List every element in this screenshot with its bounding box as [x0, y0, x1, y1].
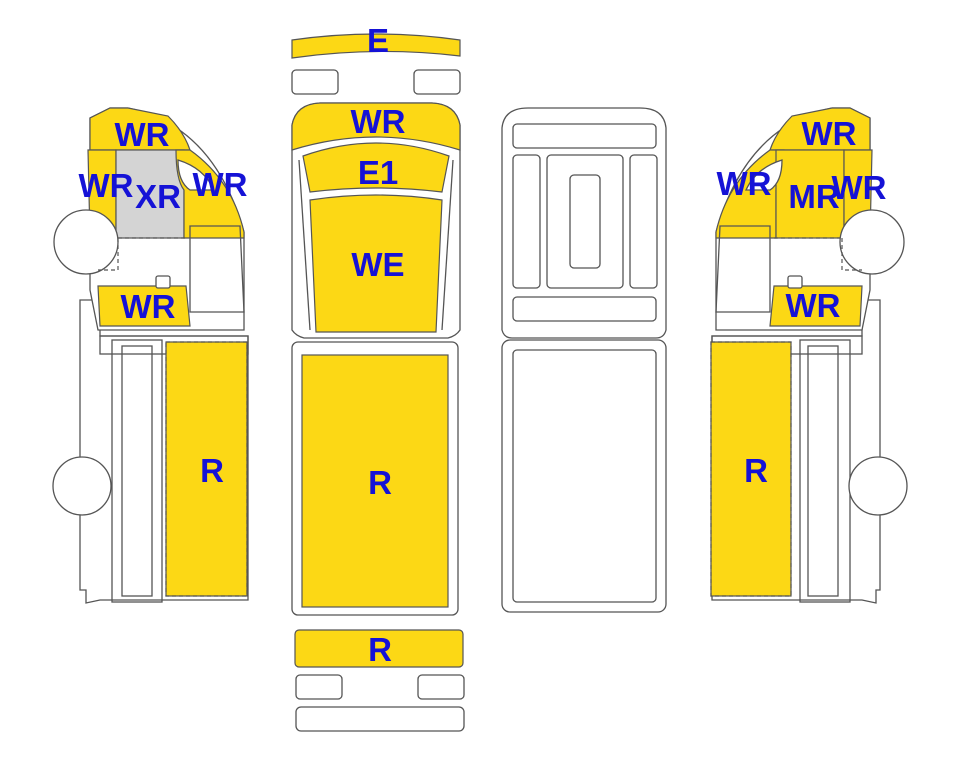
left-side-panel-zone [165, 341, 248, 597]
label-front-bumper: E [367, 22, 389, 59]
label-right-mid: MR [788, 178, 839, 215]
right-bottom-zone [769, 285, 863, 327]
label-left-side-a: WR [79, 167, 134, 204]
label-left-bottom: WR [121, 288, 176, 325]
top-view [291, 33, 465, 732]
label-left-side-panel: R [200, 452, 224, 489]
right-side-panel-zone [710, 341, 792, 597]
label-right-side-b: WR [832, 169, 887, 206]
label-rear-bumper: R [368, 631, 392, 668]
roof-main-zone [301, 354, 449, 608]
rear-bumper-zone [294, 629, 464, 668]
left-grey-zone [115, 149, 185, 239]
zone-labels: E WR E1 WE R R WR WR XR WR WR R WR WR MR… [79, 22, 887, 668]
plain-view [501, 107, 667, 613]
hood-zone [309, 194, 443, 333]
label-left-top: WR [115, 116, 170, 153]
headlight-left [291, 69, 339, 95]
headlight-right [413, 69, 461, 95]
taillight-left [295, 674, 343, 700]
windscreen-zone [291, 102, 461, 151]
label-left-side-b: WR [193, 166, 248, 203]
right-side-view [710, 107, 908, 604]
label-right-side-panel: R [744, 452, 768, 489]
label-right-bottom: WR [786, 287, 841, 324]
left-side-view [52, 107, 249, 604]
roof-front-zone [302, 142, 450, 193]
label-roof-front: E1 [358, 154, 398, 191]
label-right-side-a: WR [717, 165, 772, 202]
label-roof-main: R [368, 464, 392, 501]
label-left-grey: XR [135, 178, 181, 215]
taillight-right [417, 674, 465, 700]
label-right-top: WR [802, 115, 857, 152]
front-bumper-zone [291, 33, 461, 59]
rear-step [295, 706, 465, 732]
label-hood: WE [351, 246, 404, 283]
label-windscreen: WR [351, 103, 406, 140]
